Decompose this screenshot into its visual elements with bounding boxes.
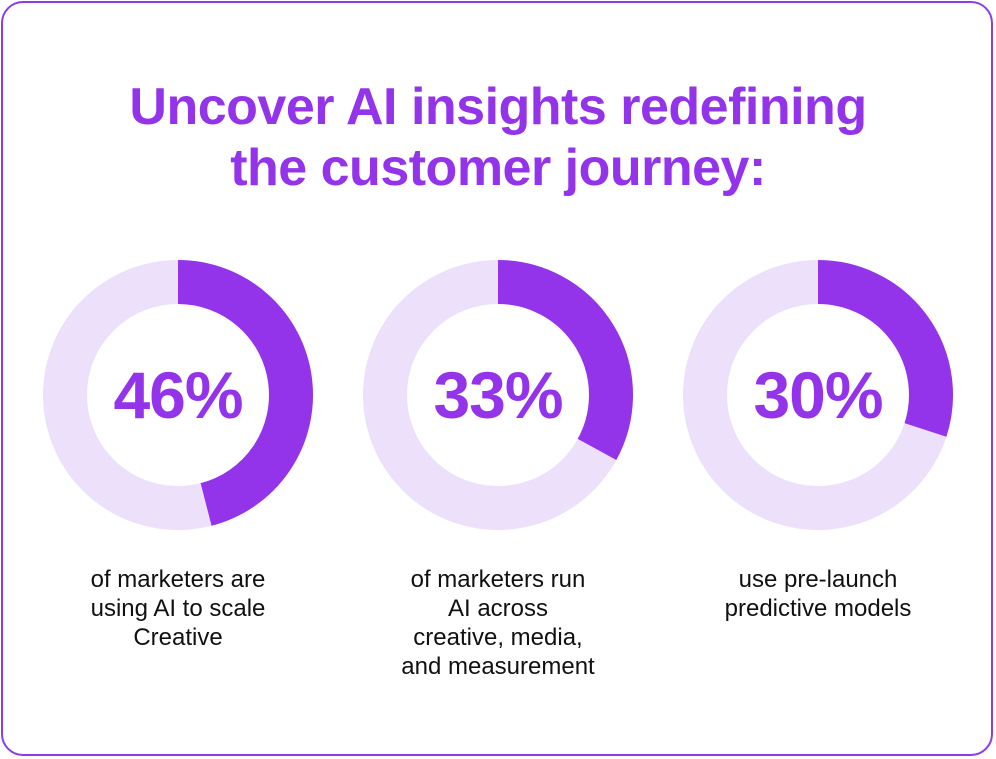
stat-description-3: use pre-launch predictive models (658, 565, 978, 623)
title-line-2: the customer journey: (230, 139, 766, 197)
stat-description-3-line-2: predictive models (724, 595, 912, 622)
donut-chart-2 (363, 260, 633, 530)
donut-arc-3 (817, 260, 953, 437)
stat-description-2: of marketers run AI across creative, med… (338, 565, 658, 681)
donut-chart-3 (683, 260, 953, 530)
stat-description-2-line-4: and measurement (401, 653, 595, 680)
stat-percent-2: 33% (433, 358, 563, 432)
stat-description-1-line-2: using AI to scale (90, 595, 266, 622)
donut-arc-2 (497, 260, 633, 461)
stat-description-1-line-3: Creative (133, 624, 223, 651)
stat-description-1: of marketers are using AI to scale Creat… (18, 565, 338, 652)
donut-chart-1 (43, 260, 313, 530)
title-line-1: Uncover AI insights redefining (129, 78, 867, 136)
stat-description-1-line-1: of marketers are (90, 566, 266, 593)
donut-arc-1 (177, 260, 313, 526)
stat-percent-1: 46% (113, 358, 243, 432)
stat-percent-3: 30% (753, 358, 883, 432)
stat-description-2-line-2: AI across (447, 595, 549, 622)
stat-description-2-line-1: of marketers run (410, 566, 586, 593)
stat-description-3-line-1: use pre-launch (738, 566, 898, 593)
stat-description-2-line-3: creative, media, (413, 624, 583, 651)
